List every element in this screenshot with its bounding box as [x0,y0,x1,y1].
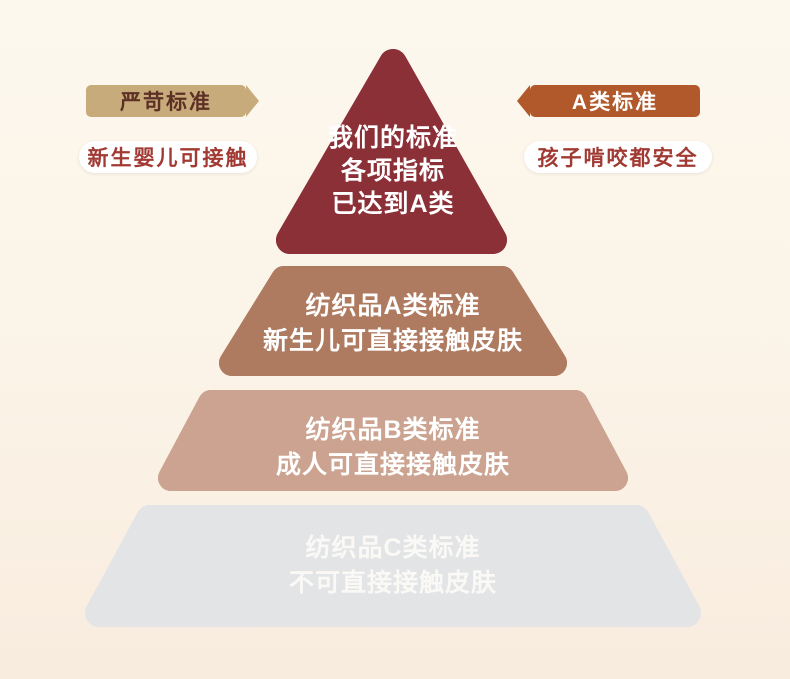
level-b-line-2: 成人可直接接触皮肤 [275,451,510,479]
level-a-line-1: 纺织品A类标准 [305,292,481,320]
level-top-line-3: 已达到A类 [331,190,455,218]
callout-chew-safe: 孩子啃咬都安全 [524,141,712,173]
level-c-line-2: 不可直接接触皮肤 [288,569,497,597]
pyramid-level-b-outline [158,390,628,491]
callout-class-a-standard: A类标准 [530,85,700,117]
pyramid-level-a-label: 纺织品A类标准 新生儿可直接接触皮肤 [197,289,589,359]
callout-newborn-safe-label: 新生婴儿可接触 [87,147,249,170]
level-b-line-1: 纺织品B类标准 [305,416,481,444]
callout-strict-standard: 严苛标准 [86,85,246,117]
callout-strict-standard-label: 严苛标准 [120,91,212,114]
pyramid-level-c-label: 纺织品C类标准 不可直接接触皮肤 [100,531,686,601]
level-a-line-2: 新生儿可直接接触皮肤 [262,327,523,355]
pyramid-level-top-outline [276,49,507,254]
pyramid-level-b-label: 纺织品B类标准 成人可直接接触皮肤 [152,413,634,483]
level-top-line-1: 我们的标准 [327,124,458,152]
pyramid-level-c-outline [85,505,701,627]
level-top-line-2: 各项指标 [340,157,445,185]
pyramid-level-top-label: 我们的标准 各项指标 已达到A类 [253,122,533,221]
callout-newborn-safe: 新生婴儿可接触 [79,141,257,173]
callout-chew-safe-label: 孩子啃咬都安全 [537,147,699,170]
level-c-line-1: 纺织品C类标准 [305,534,481,562]
pyramid-level-a-outline [219,266,567,376]
callout-class-a-standard-label: A类标准 [571,91,659,114]
